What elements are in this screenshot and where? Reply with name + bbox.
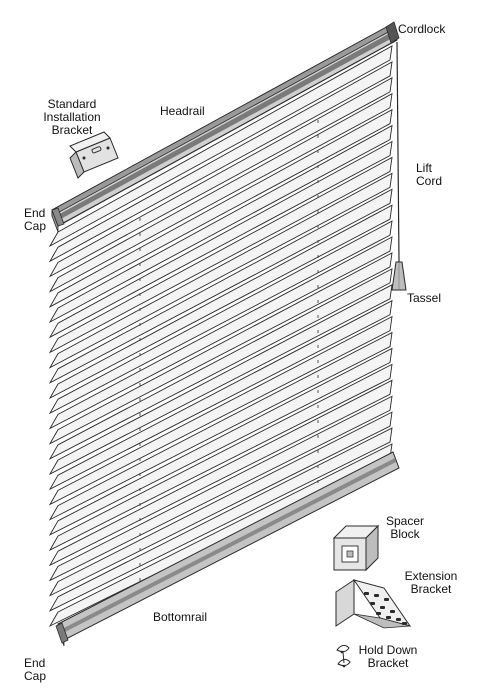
slat — [48, 331, 393, 521]
tassel-icon — [391, 261, 407, 291]
bracket-hole — [364, 592, 369, 595]
hold-down-bracket-label: Hold Down Bracket — [358, 643, 418, 670]
spacer-block-icon — [332, 524, 380, 572]
slat — [48, 283, 393, 476]
slat — [48, 220, 393, 415]
bottomrail-label: Bottomrail — [153, 610, 208, 624]
slat — [48, 140, 393, 339]
spacer-block-label: Spacer Block — [385, 514, 425, 541]
slats — [48, 45, 393, 628]
end-cap-top-label: End Cap — [24, 206, 47, 233]
headrail-label: Headrail — [160, 104, 205, 118]
ladder-tapes — [139, 120, 319, 604]
slat — [48, 347, 393, 536]
bracket-hole — [376, 612, 381, 615]
slat — [48, 92, 393, 293]
slat — [48, 124, 393, 324]
slat — [48, 204, 393, 400]
slat — [48, 315, 393, 506]
slat — [48, 268, 393, 460]
end-cap-bottom-label: End Cap — [24, 656, 47, 683]
extension-bracket-label: Extension Bracket — [404, 569, 458, 596]
bracket-hole — [386, 616, 391, 619]
slat — [48, 172, 393, 369]
slat — [48, 379, 393, 567]
lift-cord-label: Lift Cord — [416, 161, 443, 188]
headrail — [51, 23, 398, 233]
bracket-hole — [402, 622, 407, 625]
extension-bracket-icon — [335, 579, 412, 629]
slat — [48, 45, 393, 248]
lift-cord — [396, 41, 400, 263]
bracket-hole — [370, 602, 375, 605]
cordlock — [385, 21, 400, 44]
bracket-hole — [384, 598, 389, 601]
slat — [48, 299, 393, 491]
slat — [48, 363, 393, 552]
slat — [48, 252, 393, 445]
bracket-hole — [374, 594, 379, 597]
slat — [48, 188, 393, 384]
standard-installation-bracket-label: Standard Installation Bracket — [43, 97, 101, 137]
end-cap-bottom — [55, 622, 69, 644]
end-cap-top — [51, 207, 65, 227]
bracket-hole — [390, 610, 395, 613]
slat — [48, 61, 393, 263]
slat — [48, 156, 393, 354]
tassel-label: Tassel — [407, 291, 442, 305]
standard-installation-bracket-icon — [69, 131, 119, 179]
slat — [48, 411, 393, 597]
bracket-hole — [396, 618, 401, 621]
slat — [48, 236, 393, 430]
slat — [48, 427, 393, 612]
slat — [48, 395, 393, 582]
slat — [48, 77, 393, 278]
hold-down-bracket-icon — [336, 644, 351, 668]
bracket-hole — [380, 606, 385, 609]
slat — [48, 108, 393, 308]
cordlock-label: Cordlock — [398, 22, 446, 36]
